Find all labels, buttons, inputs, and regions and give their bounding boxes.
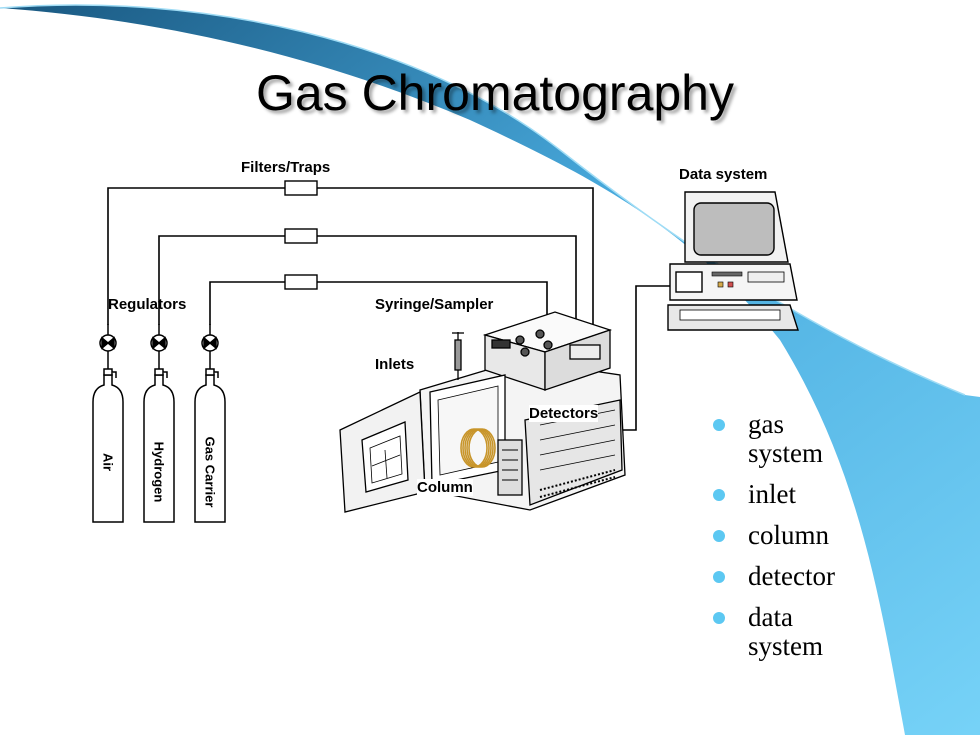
cylinder-label-air: Air bbox=[100, 452, 116, 472]
component-bullet-list: gas system inlet column detector data sy… bbox=[712, 410, 862, 673]
data-system-computer bbox=[667, 191, 799, 331]
slide-title: Gas Chromatography bbox=[255, 65, 734, 121]
bullet-dot-icon bbox=[713, 530, 725, 542]
bullet-item: detector bbox=[712, 562, 862, 591]
bullet-item: inlet bbox=[712, 480, 862, 509]
bullet-dot-icon bbox=[713, 489, 725, 501]
syringe-sampler-label: Syringe/Sampler bbox=[375, 296, 494, 313]
bullet-dot-icon bbox=[713, 571, 725, 583]
regulators-label: Regulators bbox=[108, 296, 187, 313]
inlets-label: Inlets bbox=[375, 356, 415, 373]
filters-traps-label: Filters/Traps bbox=[241, 159, 331, 176]
bullet-dot-icon bbox=[713, 419, 725, 431]
regulator-icons bbox=[99, 324, 219, 373]
column-coil bbox=[460, 428, 496, 468]
gas-lines bbox=[107, 187, 670, 431]
bullet-item: column bbox=[712, 521, 862, 550]
bullet-item: gas system bbox=[712, 410, 862, 468]
detectors-label: Detectors bbox=[529, 405, 599, 422]
column-label: Column bbox=[417, 479, 473, 496]
filter-traps bbox=[284, 180, 318, 290]
bullet-dot-icon bbox=[713, 612, 725, 624]
bullet-item: data system bbox=[712, 603, 862, 661]
cylinder-label-hydrogen: Hydrogen bbox=[151, 441, 167, 503]
gas-cylinders bbox=[92, 368, 226, 523]
cylinder-label-gas-carrier: Gas Carrier bbox=[202, 436, 218, 508]
gc-instrument bbox=[339, 311, 626, 513]
data-system-label: Data system bbox=[679, 166, 768, 183]
